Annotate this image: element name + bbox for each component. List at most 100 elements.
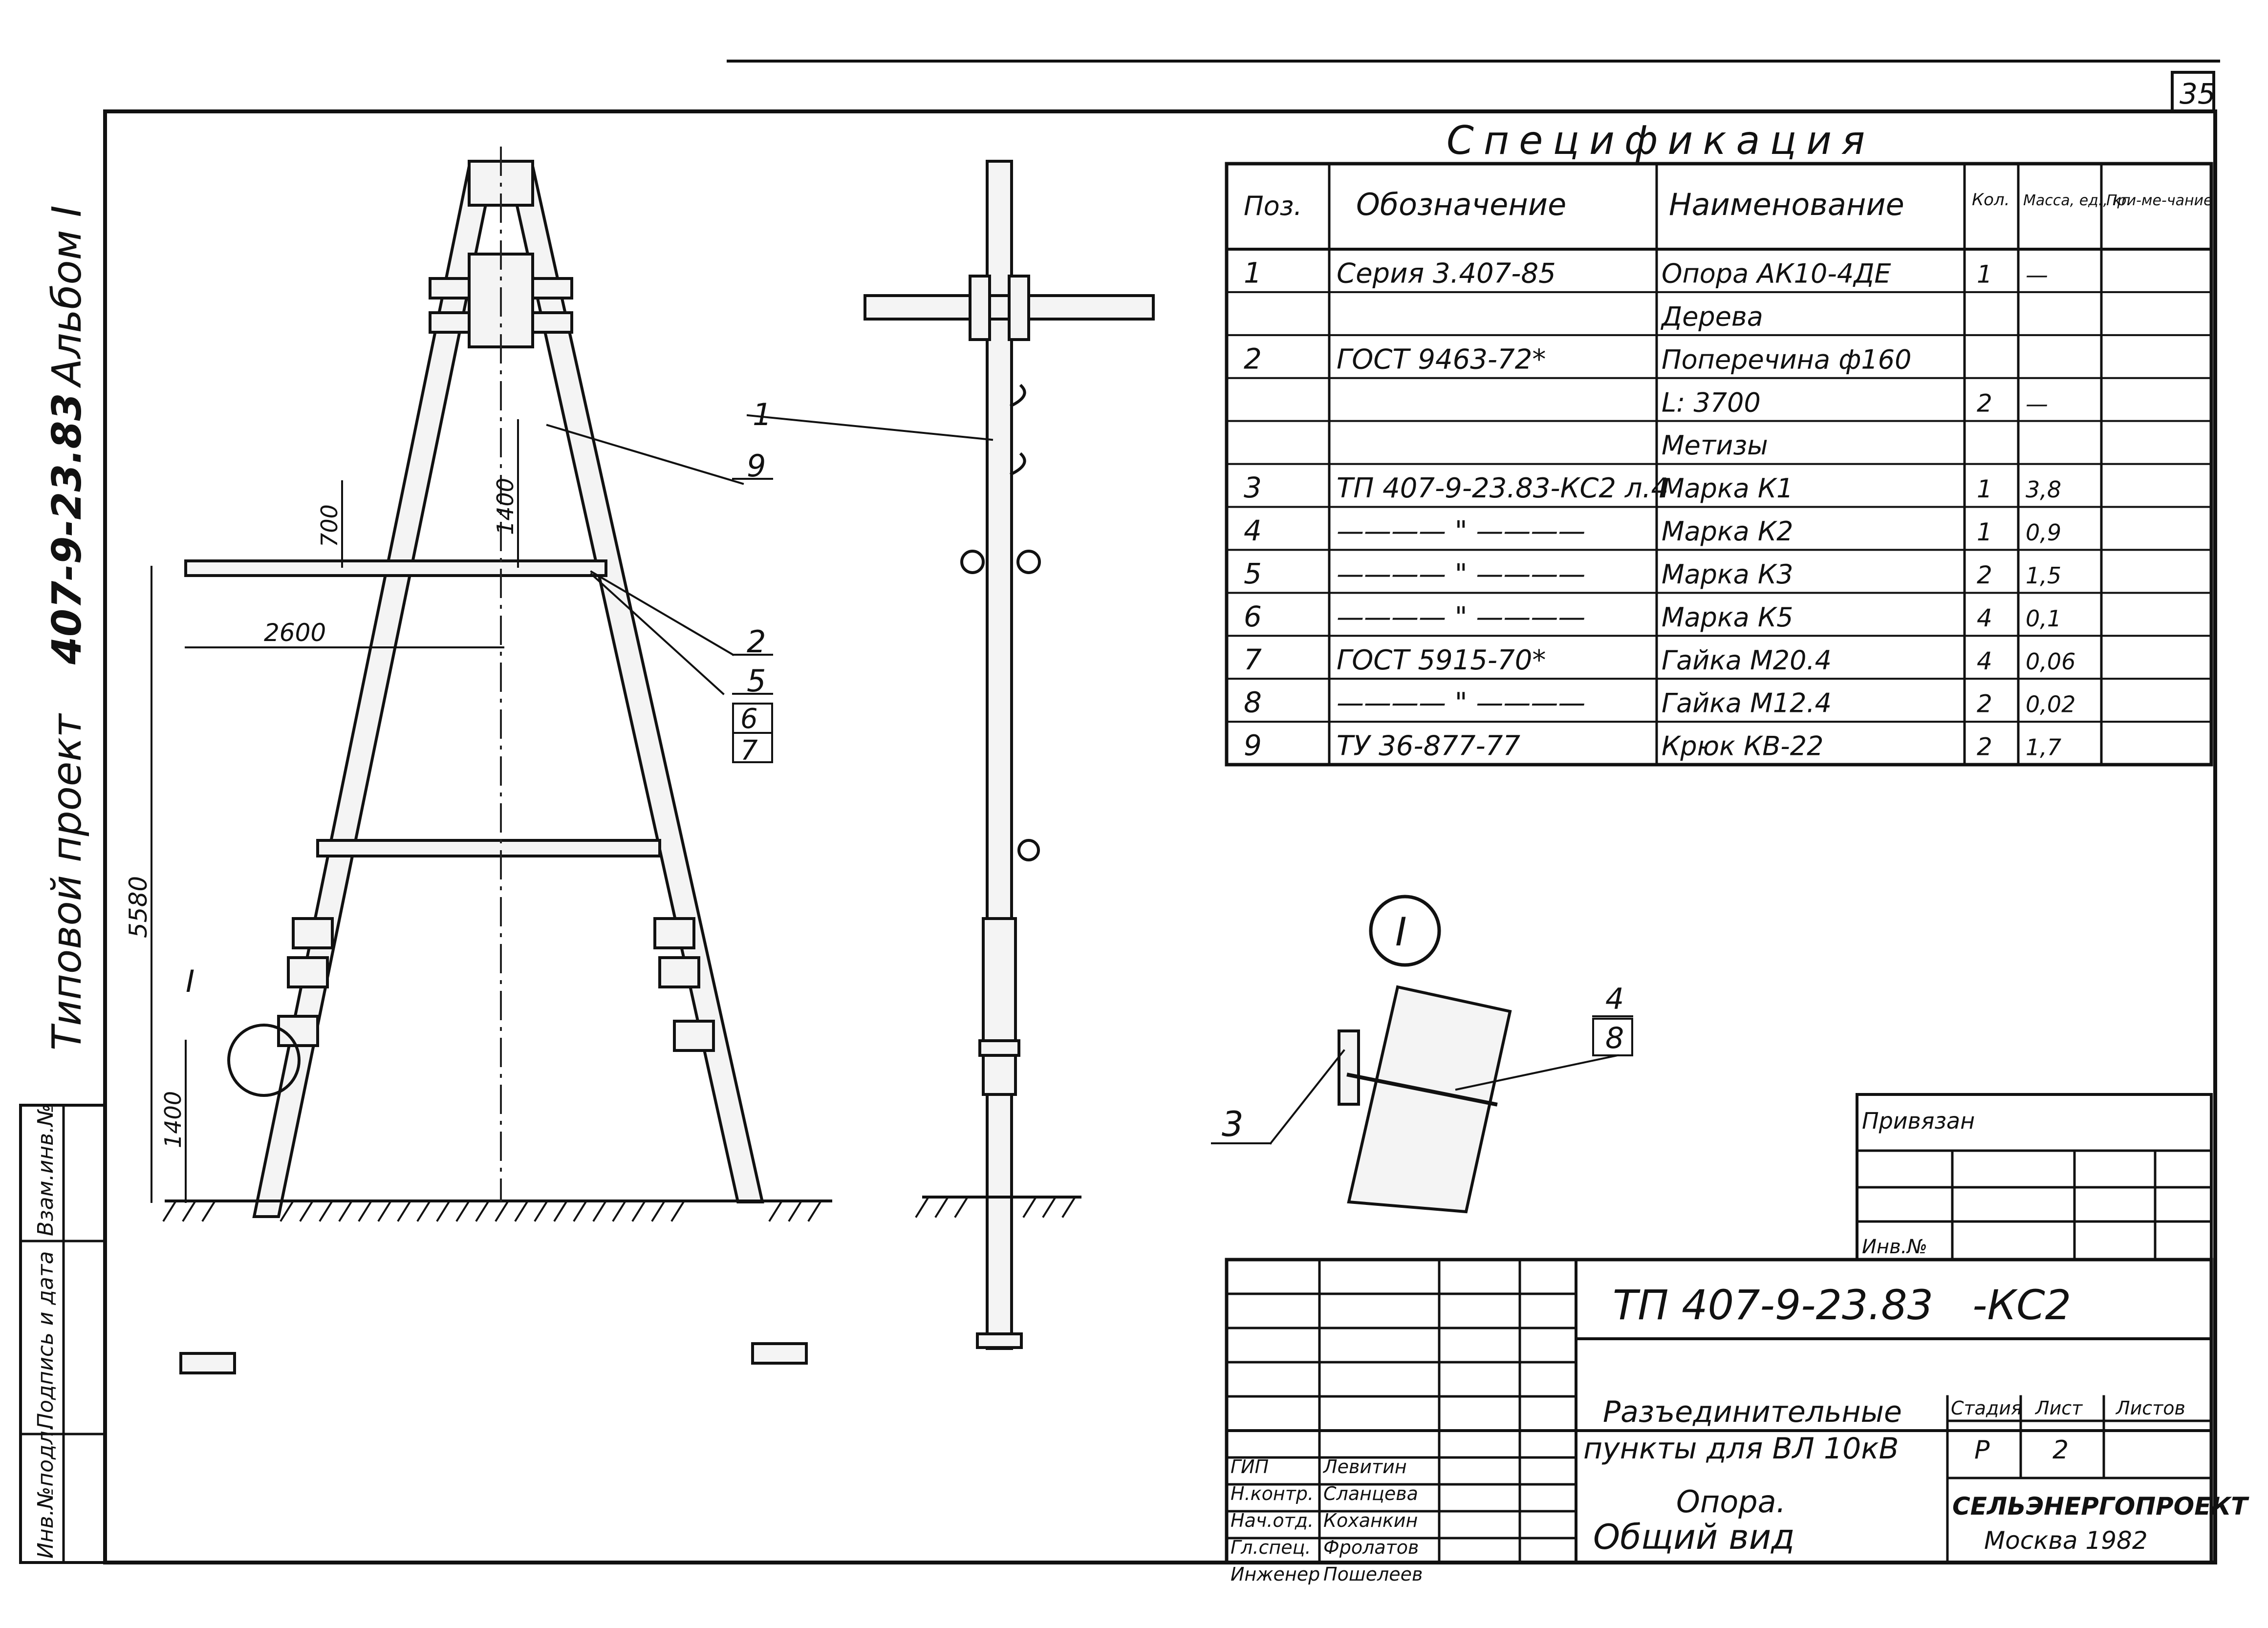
spec-cell: 9 — [1244, 729, 1262, 762]
callout-7: 7 — [740, 735, 758, 767]
sheet-number: 35 — [2180, 77, 2216, 110]
organization: СЕЛЬЭНЕРГОПРОЕКТ — [1952, 1492, 2249, 1521]
signature-cell: Гл.спец. — [1231, 1537, 1311, 1558]
spec-header-name: Наименование — [1669, 187, 1904, 222]
title-block: ТП 407-9-23.83 -КС2 Разъединительные пун… — [1225, 1258, 2249, 1585]
spec-cell: Серия 3.407-85 — [1337, 258, 1556, 290]
sheet-label: Лист — [2034, 1397, 2083, 1419]
spec-cell: Гайка М12.4 — [1662, 688, 1832, 719]
spec-cell: ТП 407-9-23.83-КС2 л.4 — [1337, 472, 1668, 504]
signature-cell: Н.контр. — [1231, 1483, 1314, 1504]
stage-value: Р — [1974, 1435, 1990, 1465]
privyazan-block: Привязан Инв.№ — [1856, 1093, 2213, 1261]
sheet-frame — [103, 109, 2217, 1564]
detail-callout-4: 4 — [1605, 982, 1624, 1016]
dim-1400-top: 1400 — [492, 478, 518, 535]
signature-cell: Левитин — [1322, 1456, 1407, 1478]
specification-table: Спецификация Поз. Обозначение Наименован… — [1225, 118, 2213, 767]
callout-2: 2 — [747, 624, 766, 660]
spec-cell: 1 — [1244, 257, 1262, 290]
spec-cell: 7 — [1244, 643, 1262, 676]
signature-cell: Фролатов — [1323, 1537, 1419, 1558]
project-desc-2: пункты для ВЛ 10кВ — [1583, 1432, 1899, 1466]
detail-callout-8: 8 — [1605, 1021, 1624, 1055]
spec-cell: Дерева — [1661, 301, 1763, 332]
stage-label: Стадия — [1951, 1397, 2022, 1419]
side-view-drawing: 1 — [746, 160, 1155, 1350]
side-strip: Альбом I 407-9-23.83 Типовой проект Инв.… — [19, 205, 107, 1564]
spec-cell: 4 — [1977, 647, 1992, 675]
spec-cell: 0,02 — [2026, 691, 2075, 718]
spec-cell: Поперечина ф160 — [1662, 344, 1911, 375]
spec-cell: ГОСТ 9463-72* — [1337, 343, 1546, 375]
spec-cell: 4 — [1977, 604, 1992, 632]
spec-header-pos: Поз. — [1244, 191, 1302, 221]
section-mark-front: I — [186, 964, 194, 999]
spec-cell: — — [2026, 262, 2048, 288]
project-desc-1: Разъединительные — [1603, 1395, 1902, 1429]
spec-cell: 0,9 — [2026, 519, 2061, 546]
stamp-cell-2: Подпись и дата — [33, 1251, 58, 1429]
spec-cell: Крюк КВ-22 — [1662, 731, 1823, 762]
spec-cell: 1,7 — [2026, 734, 2061, 761]
sheet-value: 2 — [2052, 1435, 2069, 1465]
spec-title: Спецификация — [1447, 118, 1875, 163]
spec-header-qty: Кол. — [1972, 190, 2009, 210]
spec-cell: 3 — [1244, 471, 1262, 504]
detail-timber — [1347, 985, 1512, 1214]
spec-cell: Марка К1 — [1662, 473, 1793, 504]
front-view-drawing: 700 1400 2600 5580 1400 I 9 2 5 6 7 — [124, 147, 832, 1374]
spec-cell: ———— " ———— — [1337, 558, 1585, 590]
city-year: Москва 1982 — [1984, 1526, 2148, 1555]
spec-cell: 1,5 — [2026, 562, 2061, 589]
spec-cell: 0,1 — [2026, 605, 2061, 632]
spec-cell: ———— " ———— — [1337, 687, 1585, 719]
spec-header-note: При-ме-чание — [2106, 192, 2213, 209]
signature-cell: Инженер — [1231, 1564, 1320, 1585]
spec-cell: ТУ 36-877-77 — [1337, 730, 1520, 762]
stamp-cell-1: Инв.№подл. — [33, 1424, 58, 1559]
stamp-cell-3: Взам.инв.№ — [33, 1104, 58, 1236]
spec-cell: Марка К2 — [1662, 516, 1793, 547]
spec-cell: Марка К5 — [1662, 602, 1793, 633]
spec-cell: ГОСТ 5915-70* — [1337, 644, 1546, 676]
spec-cell: 8 — [1244, 686, 1262, 719]
spec-cell: 1 — [1977, 518, 1992, 546]
dim-2600: 2600 — [264, 619, 326, 647]
detail-callout-3: 3 — [1222, 1104, 1244, 1144]
dim-5580: 5580 — [124, 876, 152, 938]
spec-cell: 0,06 — [2026, 648, 2075, 675]
spec-cell: 4 — [1244, 514, 1262, 547]
project-label: Типовой проект — [44, 713, 90, 1050]
upper-crossarm — [184, 559, 607, 577]
spec-cell: 2 — [1977, 733, 1992, 761]
album-label: Альбом I — [44, 205, 90, 388]
signature-cell: ГИП — [1231, 1456, 1269, 1478]
dim-1400-bottom: 1400 — [160, 1091, 186, 1148]
spec-cell: 2 — [1244, 342, 1262, 375]
detail-i: I 4 8 3 — [1211, 895, 1633, 1214]
callout-6: 6 — [740, 703, 758, 735]
spec-cell: 2 — [1977, 389, 1992, 417]
spec-cell: Марка К3 — [1662, 559, 1793, 590]
callout-9: 9 — [747, 448, 766, 484]
spec-cell: Гайка М20.4 — [1662, 645, 1832, 676]
signature-cell: Нач.отд. — [1231, 1510, 1314, 1531]
signature-cell: Пошелеев — [1323, 1564, 1423, 1585]
spec-cell: 2 — [1977, 561, 1992, 589]
spec-cell: — — [2026, 390, 2048, 417]
spec-cell: 6 — [1244, 600, 1262, 633]
drawing-code: ТП 407-9-23.83 -КС2 — [1613, 1281, 2071, 1329]
sheet-title-2: Общий вид — [1593, 1517, 1795, 1557]
spec-cell: 3,8 — [2026, 476, 2061, 503]
dim-700: 700 — [316, 504, 343, 547]
spec-cell: 5 — [1244, 557, 1262, 590]
spec-cell: ———— " ———— — [1337, 601, 1585, 633]
detail-mark: I — [1395, 909, 1407, 955]
spec-header-designation: Обозначение — [1356, 187, 1566, 222]
spec-cell: L: 3700 — [1662, 387, 1761, 418]
callout-1: 1 — [753, 397, 772, 432]
privyazan-inv: Инв.№ — [1862, 1236, 1927, 1258]
spec-cell: 1 — [1977, 260, 1992, 289]
